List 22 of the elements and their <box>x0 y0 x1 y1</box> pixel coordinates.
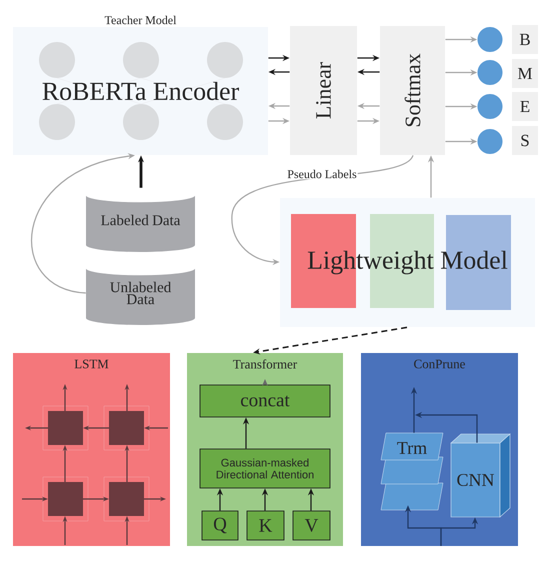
node-label: Trm <box>397 442 427 454</box>
input-box: V <box>292 510 330 540</box>
tag-box: S <box>512 126 538 155</box>
data-cylinder: Unlabeled Data <box>86 260 196 325</box>
panel-title: Teacher Model <box>104 16 176 24</box>
layer-box: Linear <box>290 26 357 155</box>
layer-stack: Trm <box>380 432 444 510</box>
input-box: K <box>246 510 284 540</box>
output-circle <box>478 27 502 52</box>
tag-box: E <box>512 92 538 121</box>
output-circle <box>478 60 502 85</box>
edge-label: Pseudo Labels <box>286 168 358 180</box>
input-box: Q <box>202 510 238 540</box>
layer-box: Gaussian-masked Directional Attention <box>200 448 330 488</box>
output-circle <box>478 94 502 119</box>
tag-box: B <box>512 25 538 54</box>
data-cylinder: Labeled Data <box>86 188 196 252</box>
layer-box: concat <box>200 384 330 418</box>
tag-box: M <box>512 59 538 88</box>
output-circle <box>478 129 502 154</box>
layer-box: Softmax <box>380 26 445 155</box>
encoder-panel: Teacher Model RoBERTa Encoder <box>13 16 268 155</box>
